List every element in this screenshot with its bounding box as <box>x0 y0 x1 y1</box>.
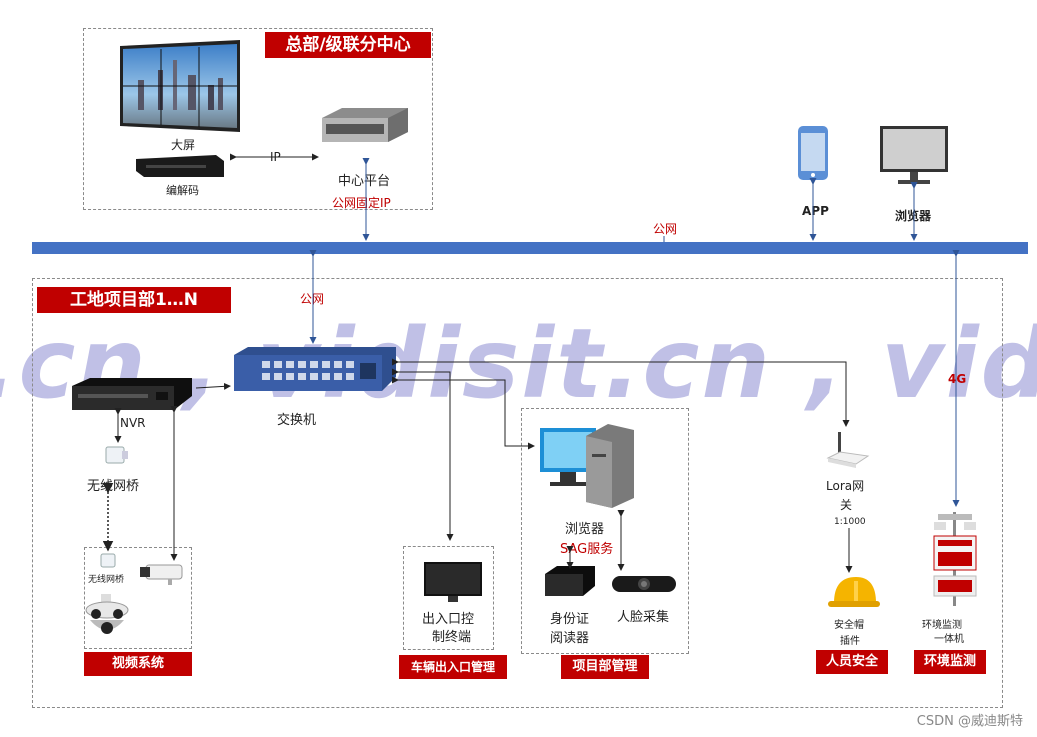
pc-browser-label: 浏览器 <box>565 522 605 537</box>
gate-terminal-label-1: 出入口控 <box>422 612 475 627</box>
monitor-icon <box>880 126 948 186</box>
safety-helmet-icon <box>826 573 880 611</box>
face-camera-device <box>610 572 678 596</box>
footer-credit: CSDN @威迪斯特 <box>916 714 1023 729</box>
vehicle-box <box>403 546 494 650</box>
wireless-bridge-icon <box>104 443 130 467</box>
nvr-label: NVR <box>120 416 146 430</box>
public-net-top-label: 公网 <box>653 222 678 236</box>
vehicle-tag: 车辆出入口管理 <box>399 655 507 679</box>
id-reader-device <box>545 566 595 596</box>
small-bridge-label: 无线网桥 <box>88 575 125 585</box>
id-reader-label-1: 身份证 <box>550 612 590 627</box>
lora-ratio-label: 1:1000 <box>834 517 866 527</box>
hq-title-tag: 总部/级联分中心 <box>265 32 431 58</box>
helmet-label-1: 安全帽 <box>834 620 864 631</box>
gate-terminal-label-2: 制终端 <box>432 630 472 645</box>
center-platform-server <box>322 108 408 144</box>
id-reader-label-2: 阅读器 <box>550 631 590 646</box>
video-system-box <box>84 547 192 649</box>
small-bridge-icon <box>99 552 119 570</box>
project-tag: 项目部管理 <box>561 655 649 679</box>
nvr-device <box>72 378 192 410</box>
project-box <box>521 408 689 654</box>
phone-icon <box>797 125 829 181</box>
helmet-label-2: 插件 <box>840 636 860 647</box>
screen-label: 大屏 <box>171 138 196 152</box>
environment-tag: 环境监测 <box>914 650 986 674</box>
environment-monitor-device <box>928 512 982 606</box>
video-system-tag: 视频系统 <box>84 652 192 676</box>
hq-box <box>83 28 433 210</box>
bullet-camera-icon <box>140 563 188 585</box>
lora-gateway-device <box>826 432 870 472</box>
site-title-tag: 工地项目部1…N <box>37 287 231 313</box>
network-backbone-bus <box>32 242 1028 254</box>
env-label-1: 环境监测 <box>922 620 962 631</box>
public-fixed-ip-label: 公网固定IP <box>332 196 391 210</box>
lora-label-2: 关 <box>840 498 853 512</box>
codec-device <box>136 155 224 177</box>
dome-camera-icon <box>84 594 130 640</box>
workstation-pc <box>538 424 634 508</box>
face-capture-label: 人脸采集 <box>617 610 670 625</box>
switch-label: 交换机 <box>277 413 317 428</box>
codec-label: 编解码 <box>166 184 199 197</box>
personnel-safety-tag: 人员安全 <box>816 650 888 674</box>
env-label-2: 一体机 <box>934 634 964 645</box>
network-switch <box>234 347 396 391</box>
video-wall-screen <box>118 40 242 132</box>
lora-label-1: Lora网 <box>826 479 865 493</box>
gate-terminal-monitor <box>424 562 482 602</box>
site-box <box>32 278 1003 708</box>
